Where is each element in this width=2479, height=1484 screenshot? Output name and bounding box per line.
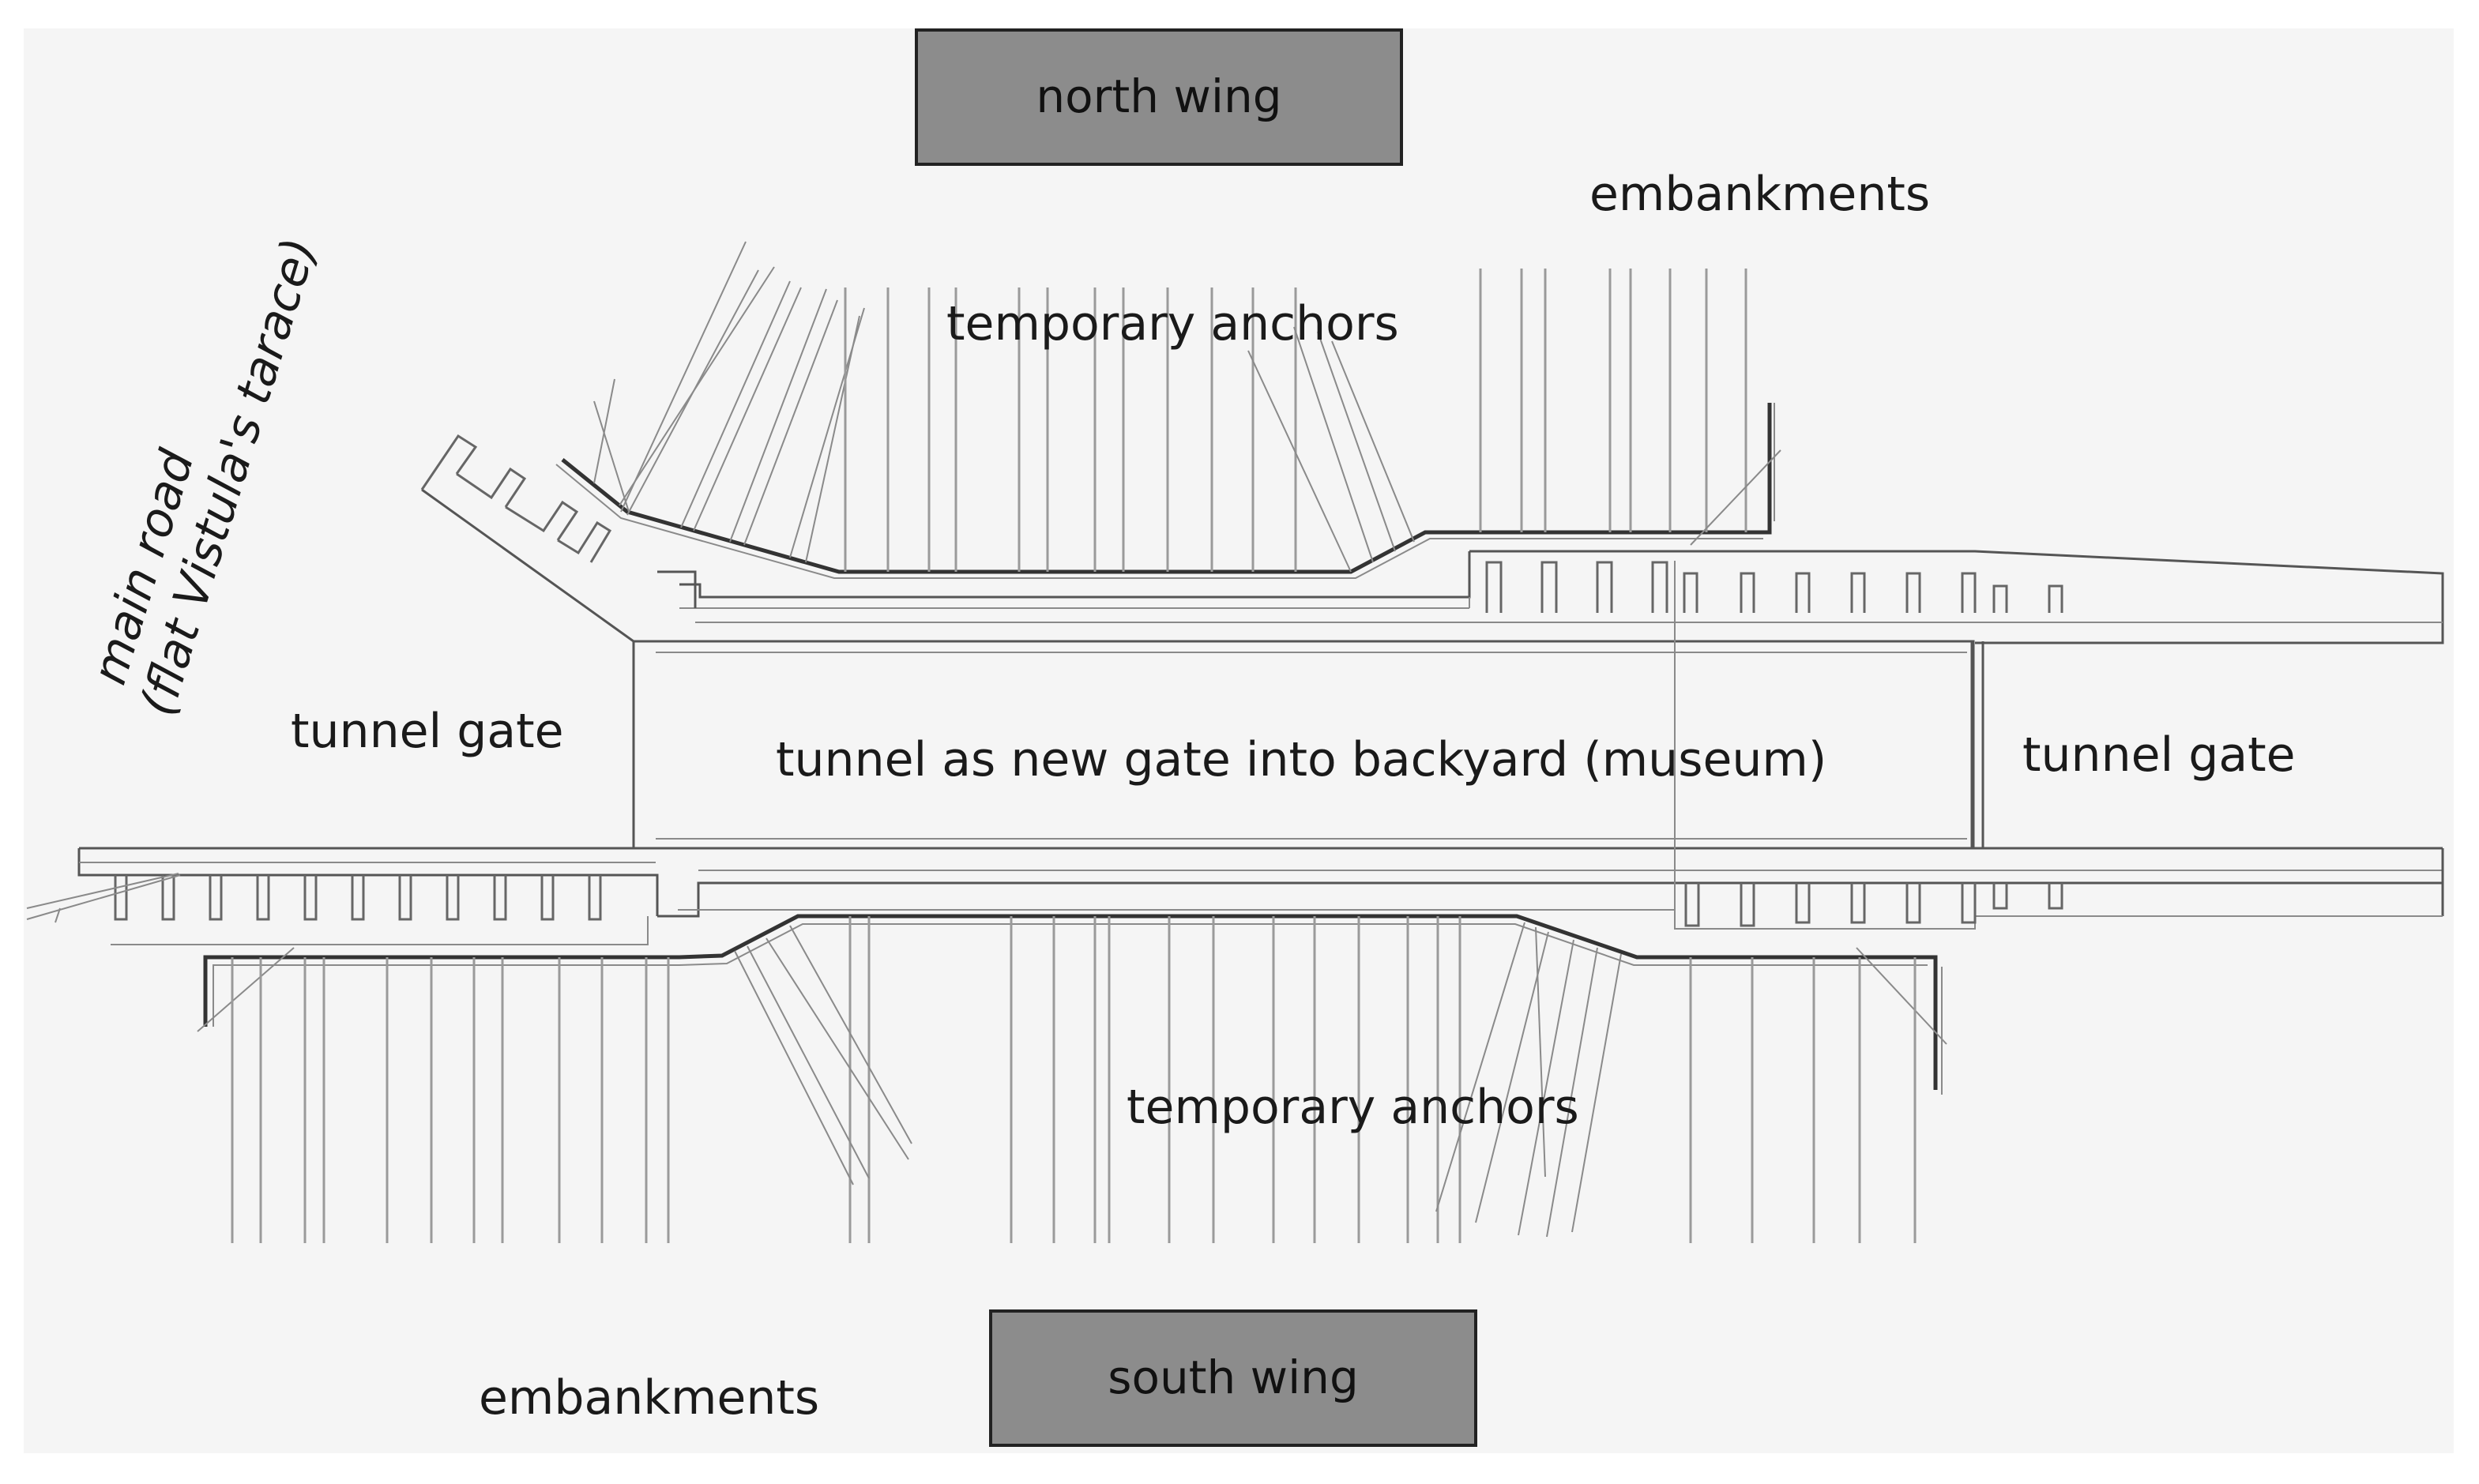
tunnel-structure (26, 434, 2444, 945)
upper-anchors (555, 241, 1781, 579)
lower-anchors (197, 914, 1947, 1243)
south-wing-label: south wing (1108, 1351, 1359, 1404)
upper-band-ticks (1485, 561, 2063, 613)
temporary-anchors-bottom-label: temporary anchors (1127, 1080, 1579, 1135)
north-wing-box (915, 28, 1403, 166)
tunnel-gate-right-label: tunnel gate (2022, 727, 2296, 783)
lower-band-ticks (114, 875, 2063, 927)
lower-retaining-wall (203, 914, 1938, 1090)
canvas-background (24, 28, 2454, 1453)
south-wing: south wing (989, 1309, 1477, 1447)
embankments-top-label: embankments (1589, 167, 1930, 222)
tunnel-gate-left-label: tunnel gate (291, 704, 564, 759)
north-wing: north wing (915, 28, 1403, 166)
tunnel-center-label: tunnel as new gate into backyard (museum… (776, 732, 1826, 787)
embankments-bottom-label: embankments (479, 1370, 819, 1426)
ramp-stubs (420, 434, 612, 563)
south-wing-box (989, 1309, 1477, 1447)
temporary-anchors-top-label: temporary anchors (946, 296, 1399, 351)
north-wing-label: north wing (1036, 70, 1281, 123)
